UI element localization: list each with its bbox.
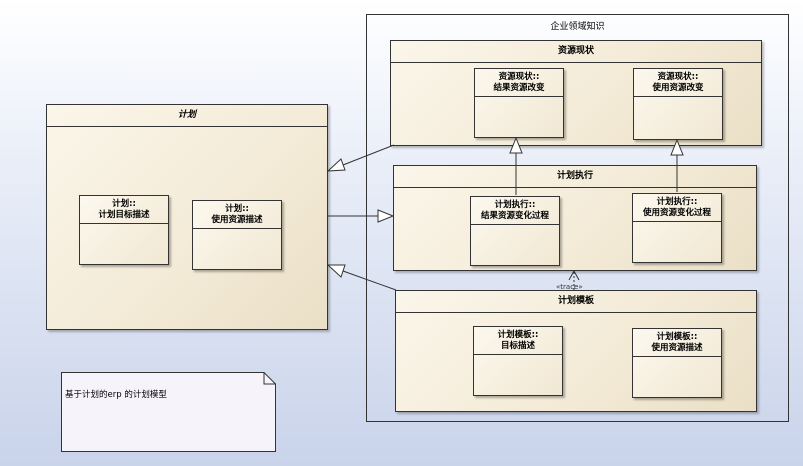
template-resource-class-line2: 使用资源描述 bbox=[651, 343, 703, 353]
plan-resource-class[interactable]: 计划:: 使用资源描述 bbox=[192, 200, 282, 270]
trace-stereotype-label: «trace» bbox=[556, 283, 583, 291]
model-note[interactable]: 基于计划的erp 的计划模型 bbox=[61, 372, 276, 452]
status-usage-class[interactable]: 资源现状:: 使用资源改变 bbox=[633, 68, 723, 140]
plan-goal-class-line2: 计划目标描述 bbox=[98, 210, 150, 220]
note-text: 基于计划的erp 的计划模型 bbox=[65, 390, 167, 400]
plan-package[interactable]: 计划 计划:: 计划目标描述 计划:: 使用资源描述 bbox=[46, 104, 328, 330]
plan-resource-class-line2: 使用资源描述 bbox=[211, 215, 263, 225]
template-goal-class-line2: 目标描述 bbox=[500, 341, 535, 351]
status-result-class[interactable]: 资源现状:: 结果资源改变 bbox=[474, 68, 564, 138]
template-to-plan-arrowhead bbox=[326, 264, 346, 278]
exec-result-class[interactable]: 计划执行:: 结果资源变化过程 bbox=[470, 196, 560, 266]
status-result-class-line1: 资源现状:: bbox=[498, 72, 540, 82]
template-goal-class[interactable]: 计划模板:: 目标描述 bbox=[473, 326, 563, 396]
status-result-class-line2: 结果资源改变 bbox=[493, 83, 545, 93]
plan-execution-package[interactable]: 计划执行 计划执行:: 结果资源变化过程 计划执行:: 使用资源变化过程 bbox=[393, 165, 757, 271]
plan-template-package[interactable]: 计划模板 计划模板:: 目标描述 计划模板:: 使用资源描述 bbox=[395, 290, 757, 412]
template-goal-class-line1: 计划模板:: bbox=[497, 330, 539, 340]
exec-usage-class[interactable]: 计划执行:: 使用资源变化过程 bbox=[632, 193, 722, 263]
plan-template-package-title: 计划模板 bbox=[396, 291, 756, 313]
plan-goal-class-line1: 计划:: bbox=[112, 199, 136, 209]
plan-package-title: 计划 bbox=[47, 105, 327, 127]
exec-result-class-line1: 计划执行:: bbox=[494, 200, 536, 210]
plan-resource-class-line1: 计划:: bbox=[225, 204, 249, 214]
exec-result-class-line2: 结果资源变化过程 bbox=[480, 211, 549, 221]
status-usage-class-line1: 资源现状:: bbox=[657, 72, 699, 82]
exec-usage-class-line2: 使用资源变化过程 bbox=[642, 208, 711, 218]
status-usage-class-line2: 使用资源改变 bbox=[652, 83, 704, 93]
template-resource-class-line1: 计划模板:: bbox=[656, 332, 698, 342]
note-shape bbox=[61, 372, 276, 452]
resource-status-package-title: 资源现状 bbox=[391, 41, 761, 63]
domain-frame-title: 企业领域知识 bbox=[550, 22, 605, 32]
exec-usage-class-line1: 计划执行:: bbox=[656, 197, 698, 207]
domain-knowledge-frame[interactable]: 企业领域知识 bbox=[366, 14, 789, 422]
plan-goal-class[interactable]: 计划:: 计划目标描述 bbox=[79, 195, 169, 265]
template-resource-class[interactable]: 计划模板:: 使用资源描述 bbox=[632, 328, 722, 398]
plan-execution-package-title: 计划执行 bbox=[394, 166, 756, 188]
status-to-plan-arrowhead bbox=[326, 158, 346, 172]
resource-status-package[interactable]: 资源现状 资源现状:: 结果资源改变 资源现状:: 使用资源改变 bbox=[390, 40, 762, 146]
